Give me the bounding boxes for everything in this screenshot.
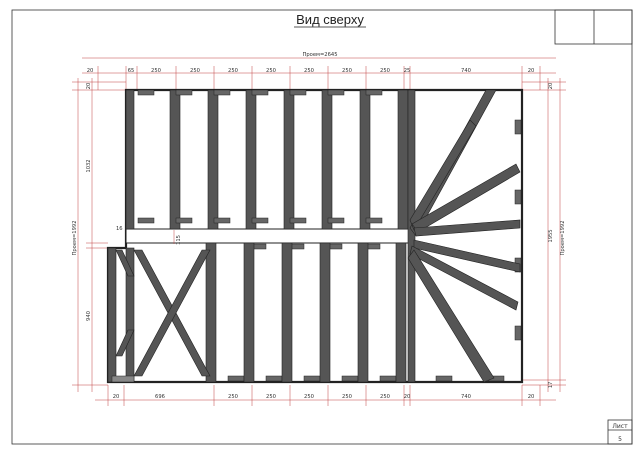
cross-brace-b	[133, 249, 211, 377]
upper-joist	[321, 89, 333, 230]
left-total-dim: Проем=1992	[72, 220, 78, 255]
top-dim-3: 250	[190, 68, 200, 74]
top-dim-6: 250	[304, 68, 314, 74]
upper-joist	[207, 89, 219, 230]
small-brace-a	[115, 249, 135, 277]
upper-joist	[283, 89, 295, 230]
top-dim-10: 740	[461, 68, 471, 74]
right-dim-ticks	[522, 81, 566, 386]
upper-joist	[169, 89, 181, 230]
top-dim-8: 250	[380, 68, 390, 74]
fan-brace-7	[407, 249, 495, 383]
upper-pads	[137, 89, 522, 382]
bottom-dim-6: 250	[380, 394, 390, 400]
left-dim-3: 940	[86, 311, 92, 321]
left-dim-1: 1032	[86, 159, 92, 172]
top-dim-0: 20	[87, 68, 94, 74]
drawing-title: Вид сверху	[296, 12, 364, 27]
bottom-dim-4: 250	[304, 394, 314, 400]
fan-brace-6	[409, 245, 519, 311]
fan-brace-5	[413, 239, 521, 273]
left-post	[107, 247, 117, 383]
sheet-number: 5	[618, 436, 622, 443]
right-dim-0: 20	[548, 83, 554, 90]
bottom-dim-7: 20	[404, 394, 411, 400]
bottom-dim-3: 250	[266, 394, 276, 400]
bottom-dim-9: 20	[528, 394, 535, 400]
small-brace-b	[115, 329, 135, 357]
sheet-frame	[11, 9, 633, 445]
bottom-dim-2: 250	[228, 394, 238, 400]
frame-structure: 115	[106, 88, 524, 384]
lower-joist	[357, 242, 369, 383]
left-stringer-top	[125, 89, 135, 230]
sheet-label: Лист	[612, 423, 628, 430]
lower-joist	[319, 242, 331, 383]
title-block	[554, 9, 633, 45]
top-dim-5: 250	[266, 68, 276, 74]
lower-joist	[205, 242, 217, 383]
lower-joist	[243, 242, 255, 383]
left-dim-2: 16	[116, 226, 123, 232]
right-total-dim: Проем=1992	[560, 220, 566, 255]
upper-joist	[359, 89, 371, 230]
bottom-dim-ticks	[107, 385, 541, 406]
left-base-plate	[111, 375, 135, 383]
fan-brace-2	[409, 119, 477, 231]
corridor-beam	[125, 228, 411, 244]
sheet-number-box	[607, 419, 633, 445]
top-dim-2: 250	[151, 68, 161, 74]
top-dim-9: 25	[404, 68, 411, 74]
upper-joist	[245, 89, 257, 230]
upper-joist	[397, 89, 409, 230]
top-dim-4: 250	[228, 68, 238, 74]
fan-brace-4	[413, 219, 521, 237]
right-stringer	[407, 89, 416, 383]
top-total-dim: Проем=2645	[302, 52, 337, 58]
bottom-dim-1: 696	[155, 394, 165, 400]
bottom-dim-0: 20	[113, 394, 120, 400]
bottom-dim-8: 740	[461, 394, 471, 400]
inner-dim: 115	[176, 235, 182, 245]
bottom-dim-5: 250	[342, 394, 352, 400]
top-dim-1: 65	[128, 68, 135, 74]
lower-joist	[281, 242, 293, 383]
top-dim-ticks	[97, 66, 541, 90]
right-dim-2: 17	[548, 382, 554, 389]
left-dim-0: 20	[86, 83, 92, 90]
top-dim-7: 250	[342, 68, 352, 74]
top-dim-11: 20	[528, 68, 535, 74]
right-dim-1: 1955	[548, 229, 554, 242]
lower-joist	[395, 242, 407, 383]
left-dim-ticks	[72, 81, 126, 386]
